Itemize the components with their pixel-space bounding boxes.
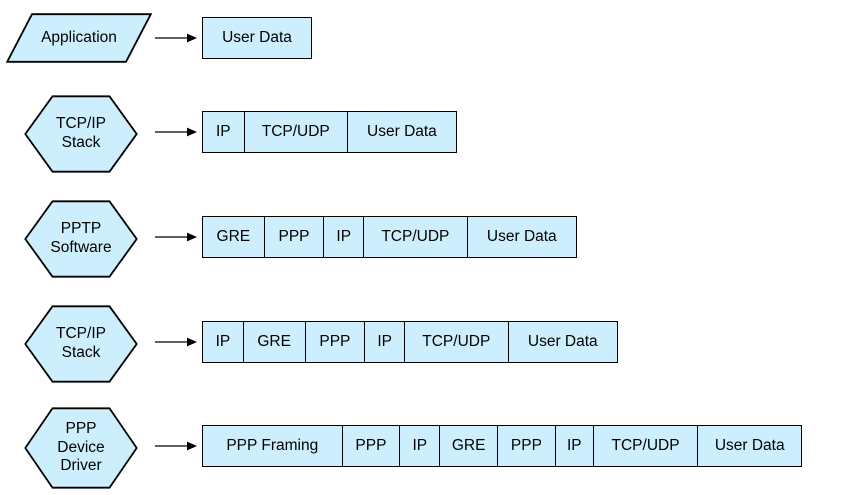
stage-shape-ppp-device-driver: PPP Device Driver [24, 407, 138, 489]
arrow-right-icon-application [155, 31, 199, 45]
packet-segment-tcp-udp: TCP/UDP [364, 217, 468, 257]
packet-segment-ip-outer: IP [400, 426, 441, 466]
arrow-right-icon-pptp-software [155, 230, 199, 244]
hexagon-icon [24, 200, 138, 278]
packet-segment-ip-outer: IP [203, 322, 244, 362]
packet-segment-user-data: User Data [222, 29, 292, 46]
packet-segment-gre: GRE [440, 426, 499, 466]
hexagon-icon [24, 95, 138, 173]
arrow-right-icon-tcpip-stack-1 [155, 125, 199, 139]
packet-segment-gre: GRE [203, 217, 265, 257]
packet-strip-pptp-software: GRE PPP IP TCP/UDP User Data [202, 216, 577, 258]
packet-segment-ppp: PPP [265, 217, 325, 257]
packet-segment-user-data: User Data [714, 437, 785, 454]
packet-segment-ppp-framing: PPP Framing [203, 426, 343, 466]
packet-segment-tcp-udp: TCP/UDP [405, 322, 509, 362]
stage-shape-pptp-software: PPTP Software [24, 200, 138, 278]
packet-segment-ppp-inner: PPP [498, 426, 556, 466]
packet-segment-tcp-udp: TCP/UDP [594, 426, 699, 466]
packet-segment-ip: IP [324, 217, 365, 257]
stage-shape-tcpip-stack-1: TCP/IP Stack [24, 95, 138, 173]
arrow-right-icon-tcpip-stack-2 [155, 335, 199, 349]
stage-shape-tcpip-stack-2: TCP/IP Stack [24, 305, 138, 383]
hexagon-icon [24, 407, 138, 489]
packet-strip-ppp-device-driver: PPP Framing PPP IP GRE PPP IP TCP/UDP Us… [202, 425, 802, 467]
packet-segment-user-data: User Data [527, 333, 598, 350]
packet-strip-application: User Data [202, 17, 312, 59]
packet-segment-ppp-outer: PPP [343, 426, 401, 466]
packet-strip-tcpip-stack-1: IP TCP/UDP User Data [202, 111, 457, 153]
packet-segment-user-data: User Data [367, 123, 437, 140]
packet-segment-tcp-udp: TCP/UDP [245, 112, 348, 152]
stage-shape-application: Application [6, 13, 152, 63]
hexagon-icon [24, 305, 138, 383]
packet-segment-ip: IP [203, 112, 245, 152]
packet-segment-ip-inner: IP [365, 322, 406, 362]
packet-segment-ppp: PPP [306, 322, 366, 362]
packet-segment-user-data: User Data [486, 228, 557, 245]
parallelogram-icon [6, 13, 152, 63]
packet-strip-tcpip-stack-2: IP GRE PPP IP TCP/UDP User Data [202, 321, 618, 363]
arrow-right-icon-ppp-device-driver [155, 439, 199, 453]
packet-segment-ip-inner: IP [556, 426, 594, 466]
packet-segment-gre: GRE [244, 322, 306, 362]
